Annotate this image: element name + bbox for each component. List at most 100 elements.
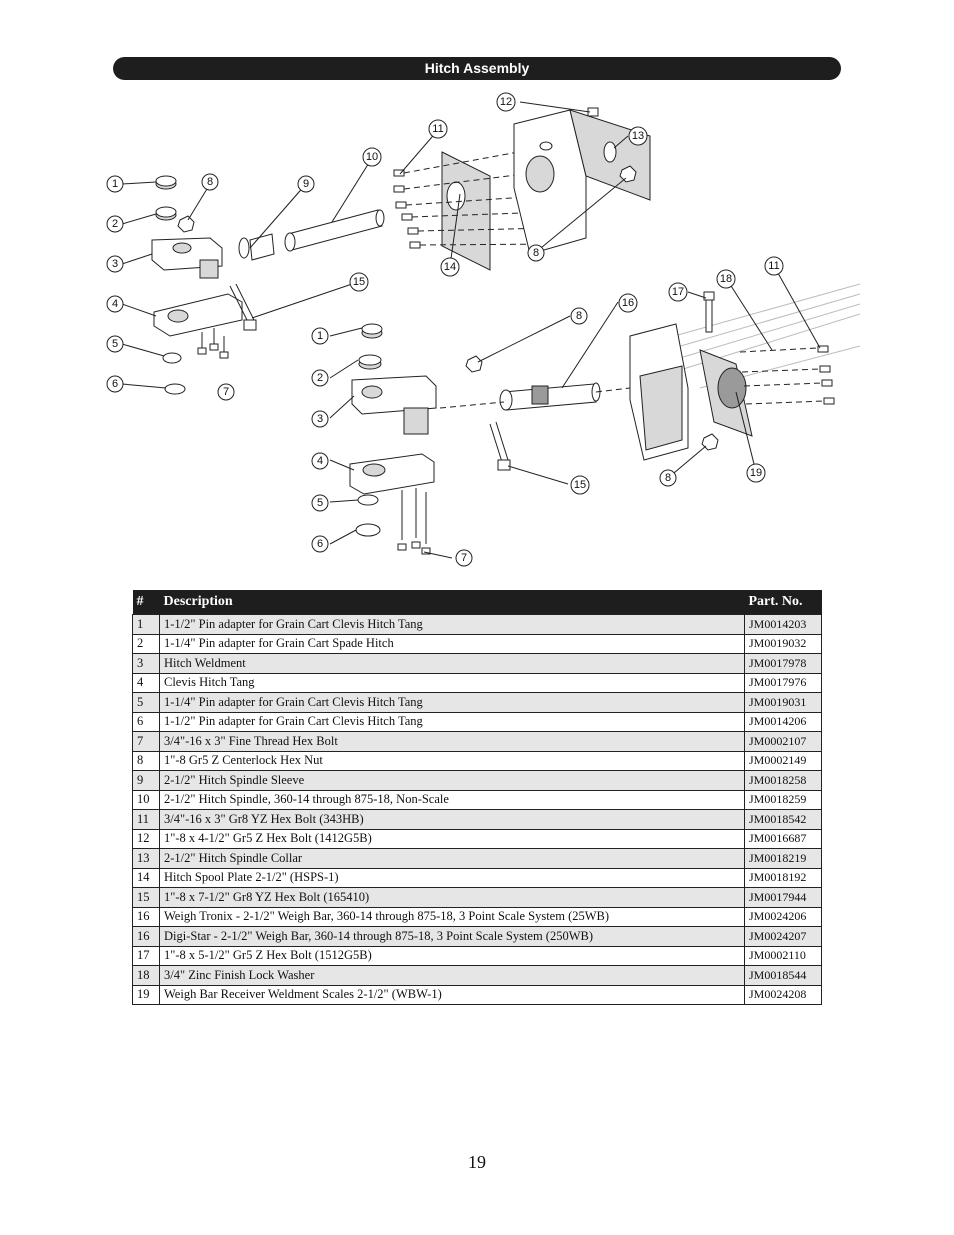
page-number: 19: [468, 1152, 486, 1172]
row-description: Weigh Tronix - 2-1/2" Weigh Bar, 360-14 …: [159, 906, 745, 927]
row-description: 1"-8 x 5-1/2" Gr5 Z Hex Bolt (1512G5B): [159, 945, 745, 966]
row-description: Digi-Star - 2-1/2" Weigh Bar, 360-14 thr…: [159, 926, 745, 947]
callout-2-middle: 2: [317, 372, 323, 384]
parts-table-header: # Description Part. No.: [132, 590, 822, 615]
row-number: 17: [132, 945, 160, 966]
row-part-number: JM0024208: [744, 984, 822, 1005]
row-part-number: JM0014203: [744, 614, 822, 635]
row-description: 3/4" Zinc Finish Lock Washer: [159, 965, 745, 986]
row-part-number: JM0002110: [744, 945, 822, 966]
callout-5: 5: [112, 338, 118, 350]
callout-11: 11: [432, 123, 443, 135]
row-description: 1-1/4" Pin adapter for Grain Cart Spade …: [159, 633, 745, 654]
row-description: 2-1/2" Hitch Spindle Collar: [159, 848, 745, 869]
callout-12: 12: [500, 96, 512, 108]
row-part-number: JM0014206: [744, 711, 822, 732]
row-description: Weigh Bar Receiver Weldment Scales 2-1/2…: [159, 984, 745, 1005]
row-number: 6: [132, 711, 160, 732]
row-part-number: JM0018259: [744, 789, 822, 810]
callout-8-middle: 8: [576, 310, 582, 322]
callout-10: 10: [366, 151, 378, 163]
row-description: 2-1/2" Hitch Spindle Sleeve: [159, 770, 745, 791]
row-number: 18: [132, 965, 160, 986]
row-number: 8: [132, 750, 160, 771]
callout-17: 17: [672, 286, 684, 298]
row-number: 10: [132, 789, 160, 810]
row-part-number: JM0017944: [744, 887, 822, 908]
row-number: 11: [132, 809, 160, 830]
row-description: 1"-8 x 4-1/2" Gr5 Z Hex Bolt (1412G5B): [159, 828, 745, 849]
callout-4: 4: [112, 298, 118, 310]
row-part-number: JM0018544: [744, 965, 822, 986]
section-title: Hitch Assembly: [113, 57, 841, 80]
callout-18: 18: [720, 273, 732, 285]
callout-8: 8: [207, 176, 213, 188]
row-number: 14: [132, 867, 160, 888]
row-number: 16: [132, 906, 160, 927]
callout-14: 14: [444, 261, 456, 273]
row-description: Hitch Spool Plate 2-1/2" (HSPS-1): [159, 867, 745, 888]
row-part-number: JM0002107: [744, 731, 822, 752]
row-description: 1"-8 x 7-1/2" Gr8 YZ Hex Bolt (165410): [159, 887, 745, 908]
row-part-number: JM0024206: [744, 906, 822, 927]
callout-3: 3: [112, 258, 118, 270]
row-description: 1-1/2" Pin adapter for Grain Cart Clevis…: [159, 711, 745, 732]
header-num: #: [132, 590, 160, 615]
row-part-number: JM0018258: [744, 770, 822, 791]
callout-3-middle: 3: [317, 413, 323, 425]
row-number: 12: [132, 828, 160, 849]
row-number: 3: [132, 653, 160, 674]
callout-labels: 1 2 3 4 5 6 7 8 9 10 11 12 13 14 8 15 1 …: [106, 92, 784, 567]
callout-11-right: 11: [768, 260, 779, 272]
header-part-no: Part. No.: [744, 590, 822, 615]
row-number: 7: [132, 731, 160, 752]
callout-1: 1: [112, 178, 118, 190]
row-part-number: JM0016687: [744, 828, 822, 849]
row-number: 9: [132, 770, 160, 791]
row-number: 1: [132, 614, 160, 635]
callout-8-right: 8: [665, 472, 671, 484]
row-part-number: JM0024207: [744, 926, 822, 947]
row-number: 13: [132, 848, 160, 869]
callout-7-middle: 7: [461, 552, 467, 564]
header-description: Description: [159, 590, 745, 615]
row-part-number: JM0019031: [744, 692, 822, 713]
row-description: Hitch Weldment: [159, 653, 745, 674]
row-part-number: JM0002149: [744, 750, 822, 771]
row-description: 1-1/2" Pin adapter for Grain Cart Clevis…: [159, 614, 745, 635]
row-number: 19: [132, 984, 160, 1005]
callout-16: 16: [622, 297, 634, 309]
row-number: 16: [132, 926, 160, 947]
callout-15: 15: [353, 276, 365, 288]
callout-8-upper: 8: [533, 247, 539, 259]
callout-6-middle: 6: [317, 538, 323, 550]
callout-15-middle: 15: [574, 479, 586, 491]
callout-5-middle: 5: [317, 497, 323, 509]
row-part-number: JM0017976: [744, 672, 822, 693]
row-description: 3/4"-16 x 3" Gr8 YZ Hex Bolt (343HB): [159, 809, 745, 830]
row-part-number: JM0019032: [744, 633, 822, 654]
callout-6: 6: [112, 378, 118, 390]
row-description: 1-1/4" Pin adapter for Grain Cart Clevis…: [159, 692, 745, 713]
row-number: 4: [132, 672, 160, 693]
row-part-number: JM0018542: [744, 809, 822, 830]
row-number: 15: [132, 887, 160, 908]
